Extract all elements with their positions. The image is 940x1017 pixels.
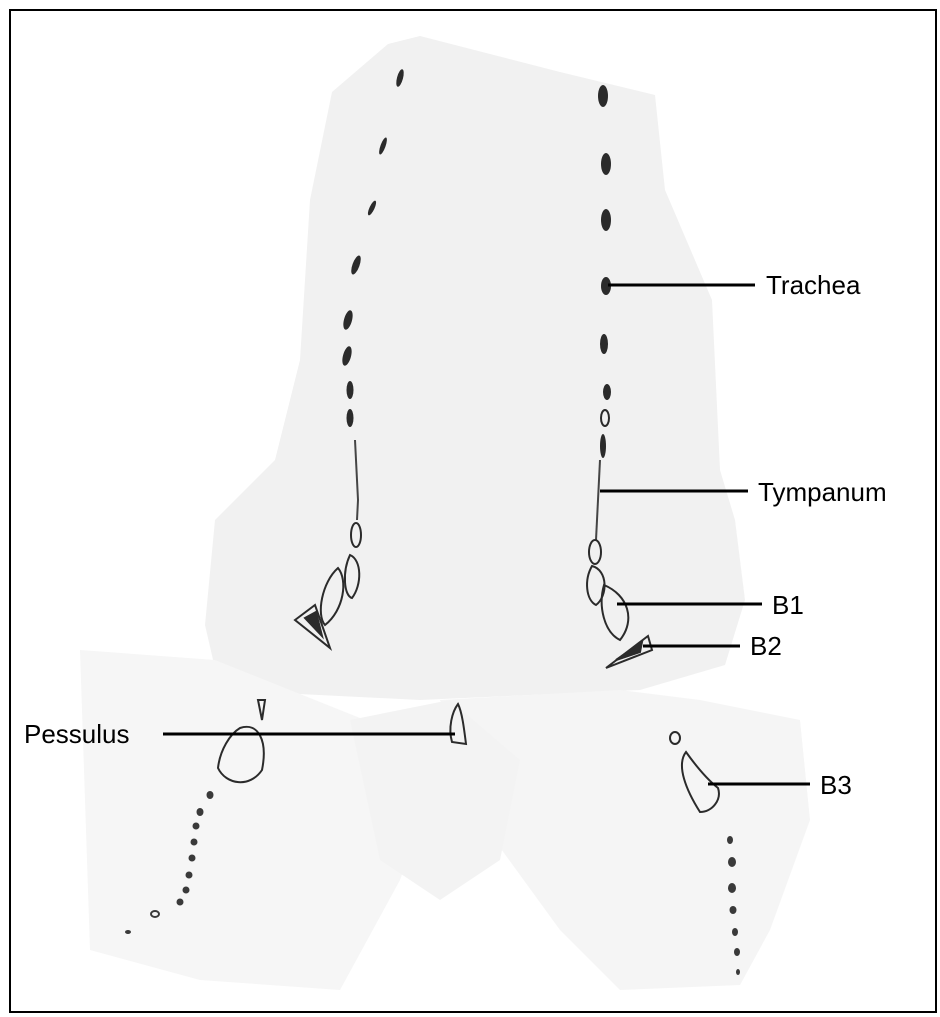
bronchial-ring [189, 855, 196, 862]
trachea-label: Trachea [766, 270, 861, 300]
bronchial-ring [125, 930, 131, 934]
cartilage-ring [347, 381, 354, 399]
cartilage-ring [601, 153, 611, 175]
b1-label: B1 [772, 590, 804, 620]
b3-label: B3 [820, 770, 852, 800]
bronchial-ring [732, 928, 738, 936]
cartilage-ring [598, 85, 608, 107]
cartilage-ring [601, 209, 611, 231]
tympanum-label: Tympanum [758, 477, 887, 507]
cartilage-ring [600, 334, 608, 354]
bronchial-ring [191, 839, 198, 846]
b2-label: B2 [750, 631, 782, 661]
bronchial-ring [197, 808, 204, 816]
bronchial-ring [734, 948, 740, 956]
bronchial-ring [186, 872, 193, 879]
cartilage-ring [600, 434, 606, 458]
cartilage-ring [603, 384, 611, 400]
bronchial-ring [207, 791, 214, 799]
bronchial-ring [728, 883, 736, 893]
bronchial-ring [728, 857, 736, 867]
bronchial-ring [183, 887, 190, 894]
pessulus-label: Pessulus [24, 719, 130, 749]
cartilage-ring [347, 409, 354, 427]
bronchial-ring [736, 969, 740, 975]
bronchial-ring [177, 899, 184, 906]
bronchial-ring [193, 823, 200, 830]
bronchial-ring [727, 836, 733, 844]
bronchial-ring [730, 906, 737, 914]
